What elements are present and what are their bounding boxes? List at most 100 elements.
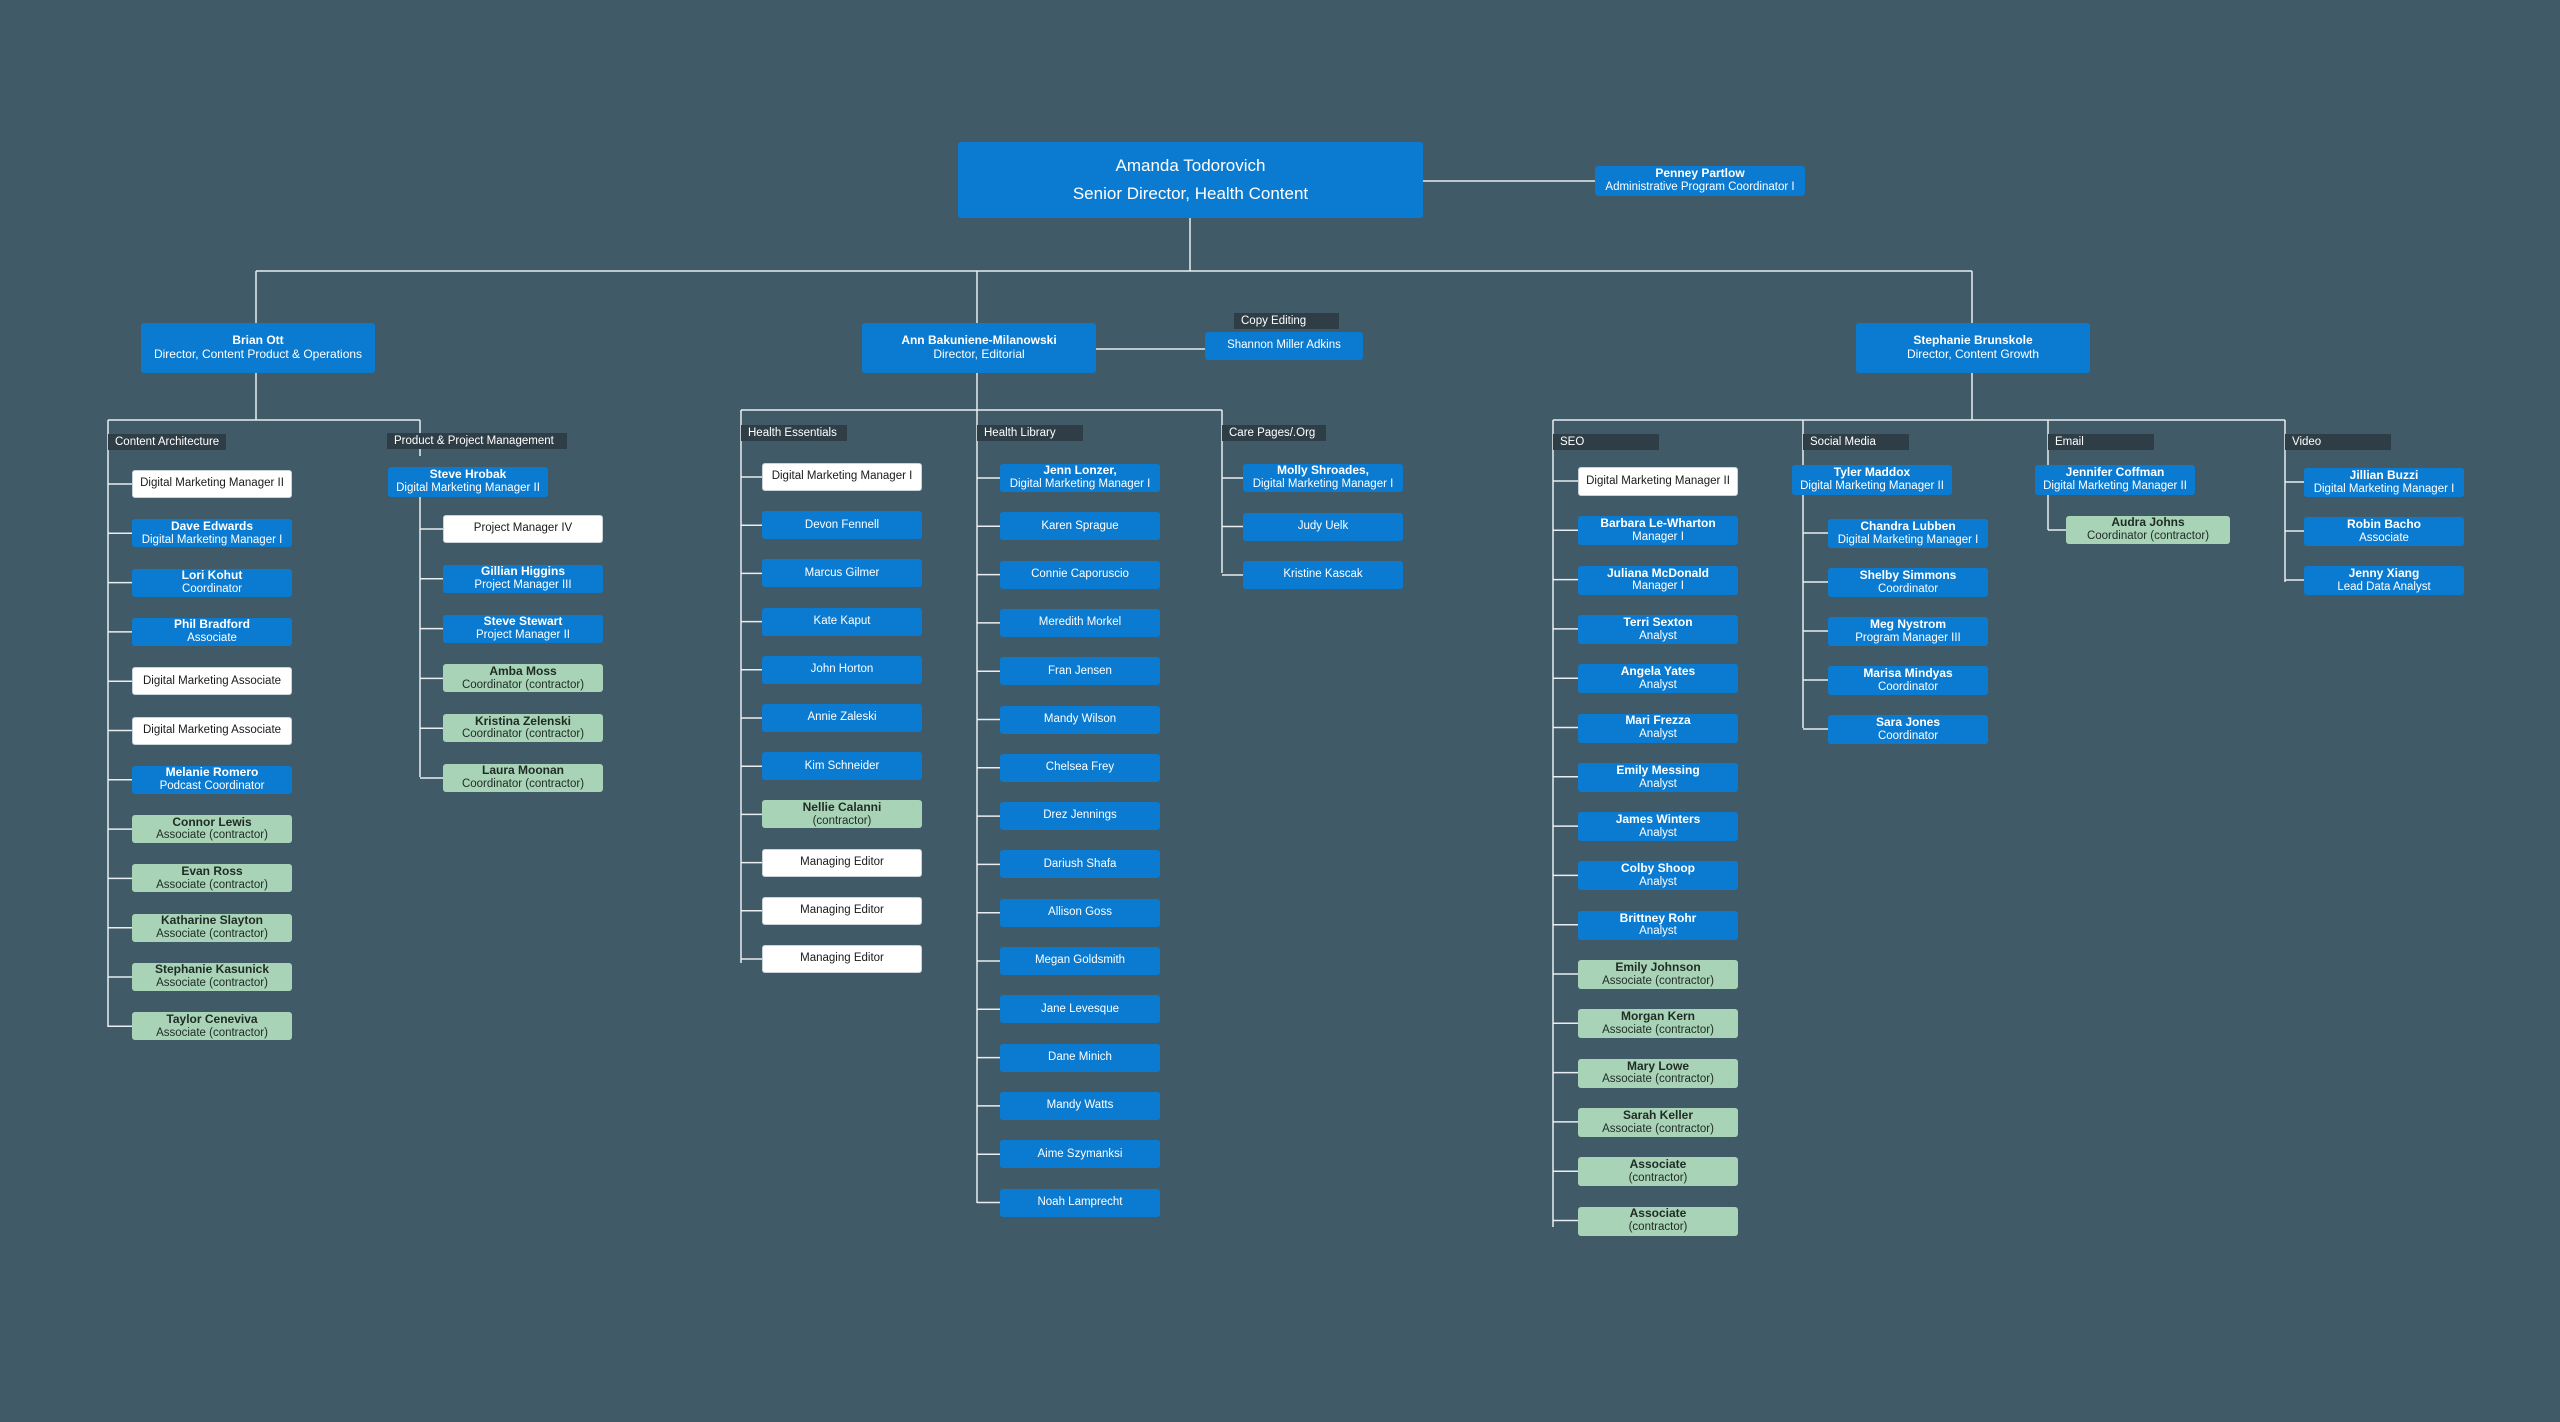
ca-member-0[interactable]: Digital Marketing Manager II — [132, 470, 292, 498]
hl-member-11[interactable]: Jane Levesque — [1000, 995, 1160, 1024]
cp-member-1[interactable]: Judy Uelk — [1243, 512, 1403, 541]
seo-member-10-title: Associate (contractor) — [1602, 974, 1714, 987]
hl-member-2-name: Connie Caporuscio — [1031, 567, 1129, 580]
hl-member-1[interactable]: Karen Sprague — [1000, 512, 1160, 541]
hl-member-4[interactable]: Fran Jensen — [1000, 657, 1160, 686]
seo-member-13-title: Associate (contractor) — [1602, 1122, 1714, 1135]
he-member-6[interactable]: Kim Schneider — [762, 752, 922, 781]
health-essentials-label: Health Essentials — [741, 425, 847, 441]
sm-member-0-name: Chandra Lubben — [1860, 518, 1956, 533]
hl-member-0[interactable]: Jenn Lonzer,Digital Marketing Manager I — [1000, 464, 1160, 492]
hl-member-9[interactable]: Allison Goss — [1000, 898, 1160, 927]
pp-member-0[interactable]: Project Manager IV — [443, 515, 603, 543]
hl-member-8[interactable]: Dariush Shafa — [1000, 850, 1160, 879]
seo-member-3-title: Analyst — [1639, 629, 1677, 642]
seo-member-1-name: Barbara Le-Wharton — [1600, 516, 1716, 531]
ca-member-5[interactable]: Digital Marketing Associate — [132, 716, 292, 745]
seo-member-13-name: Sarah Keller — [1622, 1107, 1694, 1122]
hl-member-6[interactable]: Chelsea Frey — [1000, 753, 1160, 782]
seo-member-15[interactable]: Associate(contractor) — [1578, 1206, 1738, 1236]
seo-member-10-name: Emily Johnson — [1615, 959, 1701, 974]
social-media-label: Social Media — [1803, 434, 1909, 450]
ca-member-4[interactable]: Digital Marketing Associate — [132, 667, 292, 696]
seo-member-0[interactable]: Digital Marketing Manager II — [1578, 467, 1738, 496]
hl-member-7[interactable]: Drez Jennings — [1000, 802, 1160, 831]
hl-member-15[interactable]: Noah Lamprecht — [1000, 1188, 1160, 1217]
hl-member-0-name: Jenn Lonzer, — [1043, 463, 1117, 478]
sm-member-4-title: Coordinator — [1877, 729, 1939, 742]
he-member-2[interactable]: Marcus Gilmer — [762, 559, 922, 588]
he-member-10[interactable]: Managing Editor — [762, 945, 922, 973]
ca-member-1-name: Dave Edwards — [170, 518, 254, 533]
cp-member-2[interactable]: Kristine Kascak — [1243, 561, 1403, 589]
shannon-miller-adkins-box[interactable]: Shannon Miller Adkins — [1205, 332, 1363, 360]
he-member-0[interactable]: Digital Marketing Manager I — [762, 463, 922, 491]
seo-member-14[interactable]: Associate(contractor) — [1578, 1157, 1738, 1187]
he-member-9[interactable]: Managing Editor — [762, 896, 922, 925]
hl-member-5[interactable]: Mandy Wilson — [1000, 705, 1160, 734]
he-member-3[interactable]: Kate Kaput — [762, 607, 922, 636]
cp-member-0[interactable]: Molly Shroades,Digital Marketing Manager… — [1243, 464, 1403, 492]
hl-member-14[interactable]: Aime Szymanksi — [1000, 1140, 1160, 1169]
director-brian-ott-name: Brian Ott — [232, 333, 284, 348]
seo-member-15-title: (contractor) — [1628, 1221, 1688, 1234]
he-member-1[interactable]: Devon Fennell — [762, 511, 922, 540]
sm-member-0-title: Digital Marketing Manager I — [1837, 533, 1979, 546]
hl-member-10[interactable]: Megan Goldsmith — [1000, 947, 1160, 975]
he-member-4[interactable]: John Horton — [762, 655, 922, 684]
seo-member-7-name: James Winters — [1615, 812, 1701, 827]
seo-member-14-title: (contractor) — [1628, 1171, 1688, 1184]
he-member-7[interactable]: Nellie Calanni(contractor) — [762, 800, 922, 829]
hl-member-13[interactable]: Mandy Watts — [1000, 1091, 1160, 1120]
hl-member-2[interactable]: Connie Caporuscio — [1000, 560, 1160, 589]
he-member-8[interactable]: Managing Editor — [762, 848, 922, 877]
hl-member-3[interactable]: Meredith Morkel — [1000, 608, 1160, 637]
hl-member-12[interactable]: Dane Minich — [1000, 1043, 1160, 1072]
he-member-5[interactable]: Annie Zaleski — [762, 704, 922, 732]
